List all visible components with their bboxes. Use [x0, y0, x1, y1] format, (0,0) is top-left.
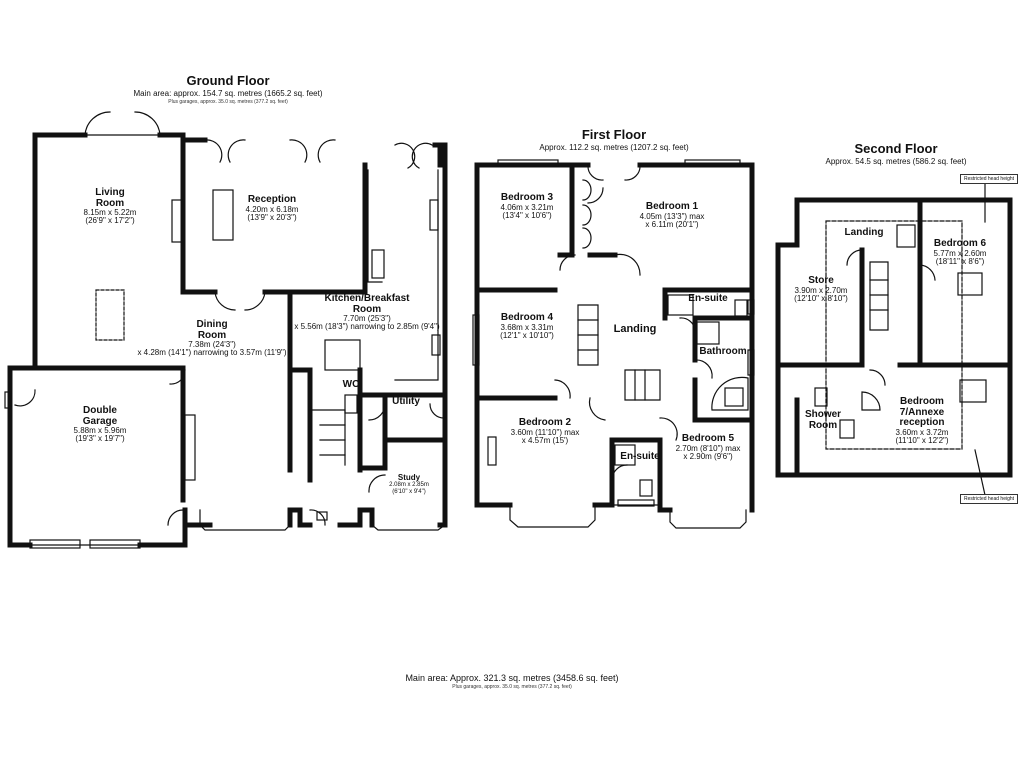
- second-floor-area: Approx. 54.5 sq. metres (586.2 sq. feet): [825, 157, 967, 166]
- reception-name: Reception: [247, 194, 297, 205]
- bedroom-1-dims: 4.05m (13'3") max x 6.11m (20'1"): [639, 211, 705, 229]
- bedroom-6-dims: 5.77m x 2.60m (18'11" x 8'6"): [933, 248, 987, 266]
- garage-name: Double Garage: [82, 405, 118, 427]
- bedroom-6: Bedroom 6 5.77m x 2.60m (18'11" x 8'6"): [933, 238, 987, 266]
- bedroom-4-name: Bedroom 4: [500, 312, 554, 323]
- shower-room: Shower Room: [804, 409, 842, 431]
- bedroom-1: Bedroom 1 4.05m (13'3") max x 6.11m (20'…: [639, 201, 705, 229]
- ensuite-1-name: En-suite: [688, 293, 728, 304]
- bedroom-5-name: Bedroom 5: [681, 433, 735, 444]
- ensuite-2-name: En-suite: [620, 451, 660, 462]
- study-room: Study 2.08m x 2.85m (6'10" x 9'4"): [389, 473, 429, 495]
- bedroom-2-dims: 3.60m (11'10") max x 4.57m (15'): [510, 427, 580, 445]
- bedroom-3: Bedroom 3 4.06m x 3.21m (13'4" x 10'6"): [500, 192, 554, 220]
- total-main-area: Main area: Approx. 321.3 sq. metres (345…: [405, 673, 619, 683]
- bedroom-4-dims: 3.68m x 3.31m (12'1" x 10'10"): [500, 322, 554, 340]
- store-name: Store: [808, 275, 834, 286]
- bedroom-4: Bedroom 4 3.68m x 3.31m (12'1" x 10'10"): [500, 312, 554, 340]
- double-garage: Double Garage 5.88m x 5.96m (19'3" x 19'…: [73, 405, 127, 444]
- bedroom-7-dims: 3.60m x 3.72m (11'10" x 12'2"): [895, 427, 949, 445]
- utility-room: Utility: [392, 396, 420, 408]
- study-dims: 2.08m x 2.85m (6'10" x 9'4"): [389, 482, 429, 495]
- bathroom-name: Bathroom: [699, 346, 747, 357]
- bedroom-3-name: Bedroom 3: [500, 192, 554, 203]
- living-room-name: Living Room: [95, 187, 125, 209]
- second-floor-walls: [775, 197, 1013, 478]
- first-floor-area: Approx. 112.2 sq. metres (1207.2 sq. fee…: [539, 143, 689, 152]
- dining-name: Dining Room: [196, 319, 228, 341]
- kitchen-dims: 7.70m (25'3") x 5.56m (18'3") narrowing …: [294, 314, 440, 332]
- bathroom: Bathroom: [699, 346, 747, 358]
- first-floor-walls: [474, 162, 755, 513]
- wc-room: WC: [342, 379, 360, 391]
- store-room: Store 3.90m x 2.70m (12'10" x 8'10"): [794, 275, 848, 303]
- first-floor-thin: [472, 159, 755, 529]
- study-name: Study: [397, 473, 421, 482]
- garage-dims: 5.88m x 5.96m (19'3" x 19'7"): [73, 426, 127, 444]
- ground-floor-title: Ground Floor: [186, 73, 270, 88]
- living-room-dims: 8.15m x 5.22m (26'9" x 17'2"): [83, 208, 137, 226]
- restricted-height-label-top: Restricted head height: [960, 174, 1019, 184]
- utility-name: Utility: [392, 396, 420, 407]
- bedroom-7-name: Bedroom 7/Annexe reception: [899, 396, 945, 428]
- bedroom-2: Bedroom 2 3.60m (11'10") max x 4.57m (15…: [510, 417, 580, 445]
- bedroom-3-dims: 4.06m x 3.21m (13'4" x 10'6"): [500, 202, 554, 220]
- bedroom-7: Bedroom 7/Annexe reception 3.60m x 3.72m…: [895, 396, 949, 445]
- dining-dims: 7.38m (24'3") x 4.28m (14'1") narrowing …: [137, 340, 287, 358]
- second-floor-title: Second Floor: [854, 141, 938, 156]
- total-plus-garages: Plus garages, approx. 35.0 sq. metres (3…: [452, 684, 572, 690]
- reception-dims: 4.20m x 6.18m (13'9" x 20'3"): [245, 204, 299, 222]
- bedroom-6-name: Bedroom 6: [933, 238, 987, 249]
- store-dims: 3.90m x 2.70m (12'10" x 8'10"): [794, 285, 848, 303]
- shower-name: Shower Room: [804, 409, 842, 431]
- bedroom-2-name: Bedroom 2: [518, 417, 572, 428]
- living-room: Living Room 8.15m x 5.22m (26'9" x 17'2"…: [83, 187, 137, 226]
- ground-floor-thin: [4, 111, 446, 549]
- dining-room: Dining Room 7.38m (24'3") x 4.28m (14'1"…: [137, 319, 287, 358]
- bedroom-1-name: Bedroom 1: [645, 201, 699, 212]
- kitchen-name: Kitchen/Breakfast Room: [324, 293, 410, 315]
- landing-first: Landing: [613, 323, 657, 336]
- ground-floor-area: Main area: approx. 154.7 sq. metres (166…: [133, 89, 323, 98]
- bedroom-5: Bedroom 5 2.70m (8'10") max x 2.90m (9'6…: [675, 433, 741, 461]
- landing-second-name: Landing: [844, 227, 884, 238]
- landing-first-name: Landing: [613, 323, 657, 335]
- restricted-height-label-bottom: Restricted head height: [960, 494, 1019, 504]
- ensuite-2: En-suite: [620, 451, 660, 463]
- second-floor-thin: [814, 181, 987, 496]
- ground-floor-sub-area: Plus garages, approx. 35.0 sq. metres (3…: [168, 99, 288, 105]
- kitchen-room: Kitchen/Breakfast Room 7.70m (25'3") x 5…: [294, 293, 440, 332]
- ensuite-1: En-suite: [688, 293, 728, 305]
- reception-room: Reception 4.20m x 6.18m (13'9" x 20'3"): [245, 194, 299, 222]
- wc-name: WC: [342, 379, 360, 390]
- bedroom-5-dims: 2.70m (8'10") max x 2.90m (9'6"): [675, 443, 741, 461]
- first-floor-title: First Floor: [581, 127, 647, 142]
- landing-second: Landing: [844, 227, 884, 239]
